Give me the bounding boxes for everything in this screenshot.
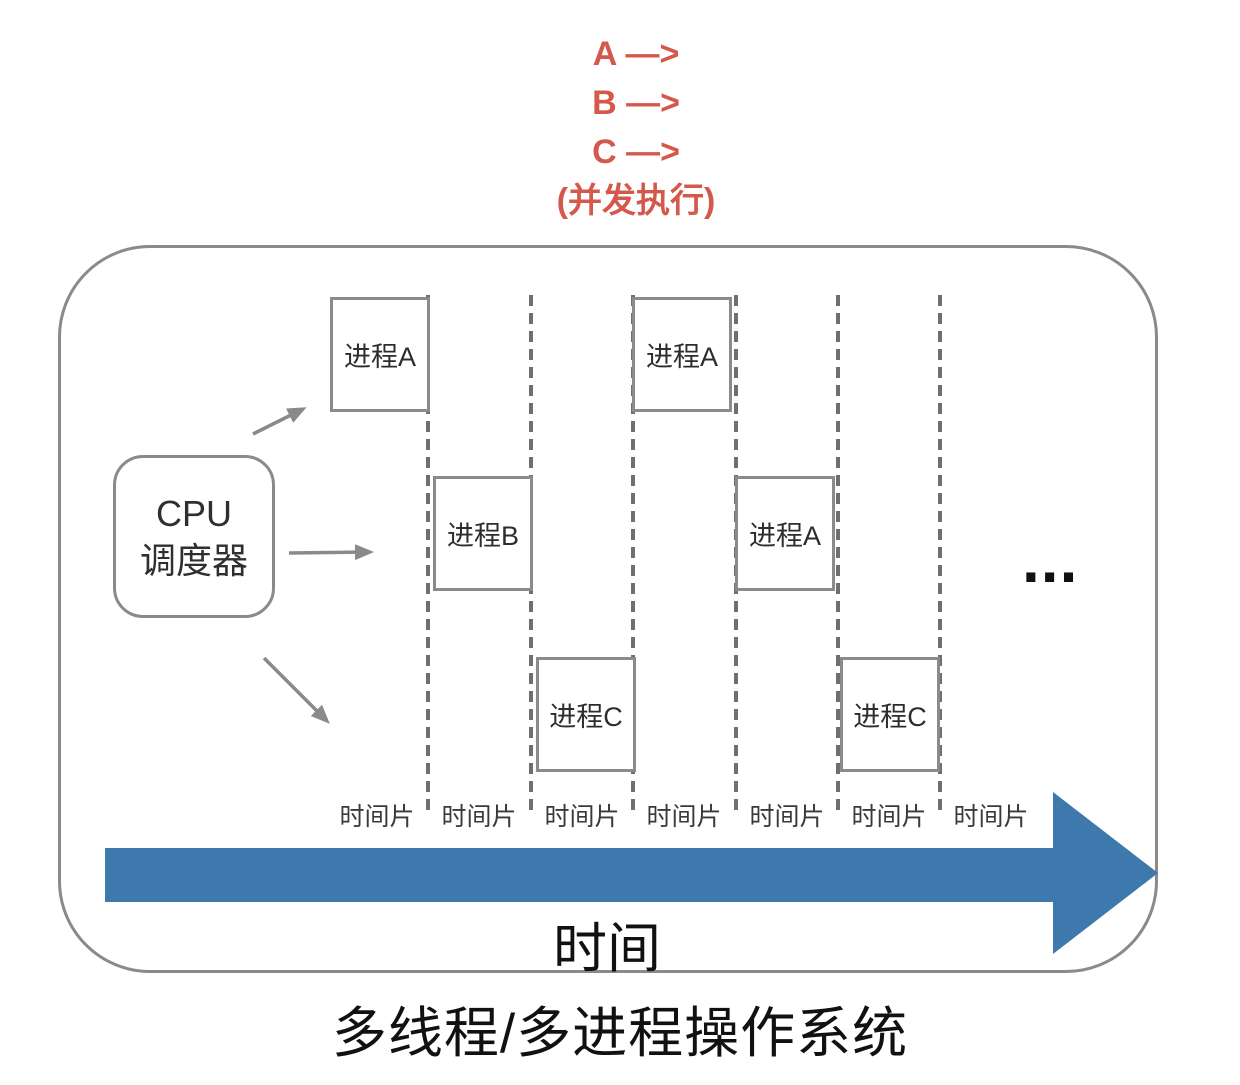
cpu-scheduler-label-line1: CPU <box>155 492 232 534</box>
slice-label-7: 时间片 <box>953 803 1029 831</box>
slice-separator-5 <box>836 295 840 812</box>
process-box-label: 进程A <box>645 342 718 372</box>
concurrency-note-line-a: A —> <box>592 35 680 73</box>
process-box-a-slice4: 进程A <box>632 297 732 412</box>
slice-label-5: 时间片 <box>749 803 825 831</box>
process-box-a-slice1: 进程A <box>330 297 430 412</box>
process-box-label: 进程A <box>343 342 416 372</box>
cpu-scheduler-label-line2: 调度器 <box>139 539 248 581</box>
process-box-label: 进程C <box>549 702 623 732</box>
slice-label-2: 时间片 <box>441 803 517 831</box>
cpu-scheduler-box: CPU 调度器 <box>113 455 275 618</box>
slice-separator-3 <box>631 295 635 812</box>
concurrency-note: A —> B —> C —> (并发执行) <box>476 30 796 226</box>
concurrency-note-line-c: C —> <box>592 133 680 171</box>
process-box-label: 进程A <box>748 521 821 551</box>
process-box-label: 进程C <box>853 702 927 732</box>
process-box-c-slice3: 进程C <box>536 657 636 772</box>
more-slices-ellipsis: ... <box>1022 524 1079 596</box>
slice-separator-1 <box>426 295 430 812</box>
concurrency-note-line-b: B —> <box>592 84 680 122</box>
concurrency-note-line-label: (并发执行) <box>556 182 716 220</box>
time-axis-label: 时间 <box>553 919 661 979</box>
slice-label-3: 时间片 <box>544 803 620 831</box>
process-box-b-slice2: 进程B <box>433 476 533 591</box>
process-box-label: 进程B <box>446 521 519 551</box>
os-container-frame <box>58 245 1158 973</box>
slice-label-4: 时间片 <box>646 803 722 831</box>
slice-label-6: 时间片 <box>851 803 927 831</box>
slice-label-1: 时间片 <box>339 803 415 831</box>
process-box-c-slice6: 进程C <box>840 657 940 772</box>
diagram-caption: 多线程/多进程操作系统 <box>331 1002 909 1064</box>
slice-separator-6 <box>938 295 942 812</box>
process-box-a-slice5: 进程A <box>735 476 835 591</box>
